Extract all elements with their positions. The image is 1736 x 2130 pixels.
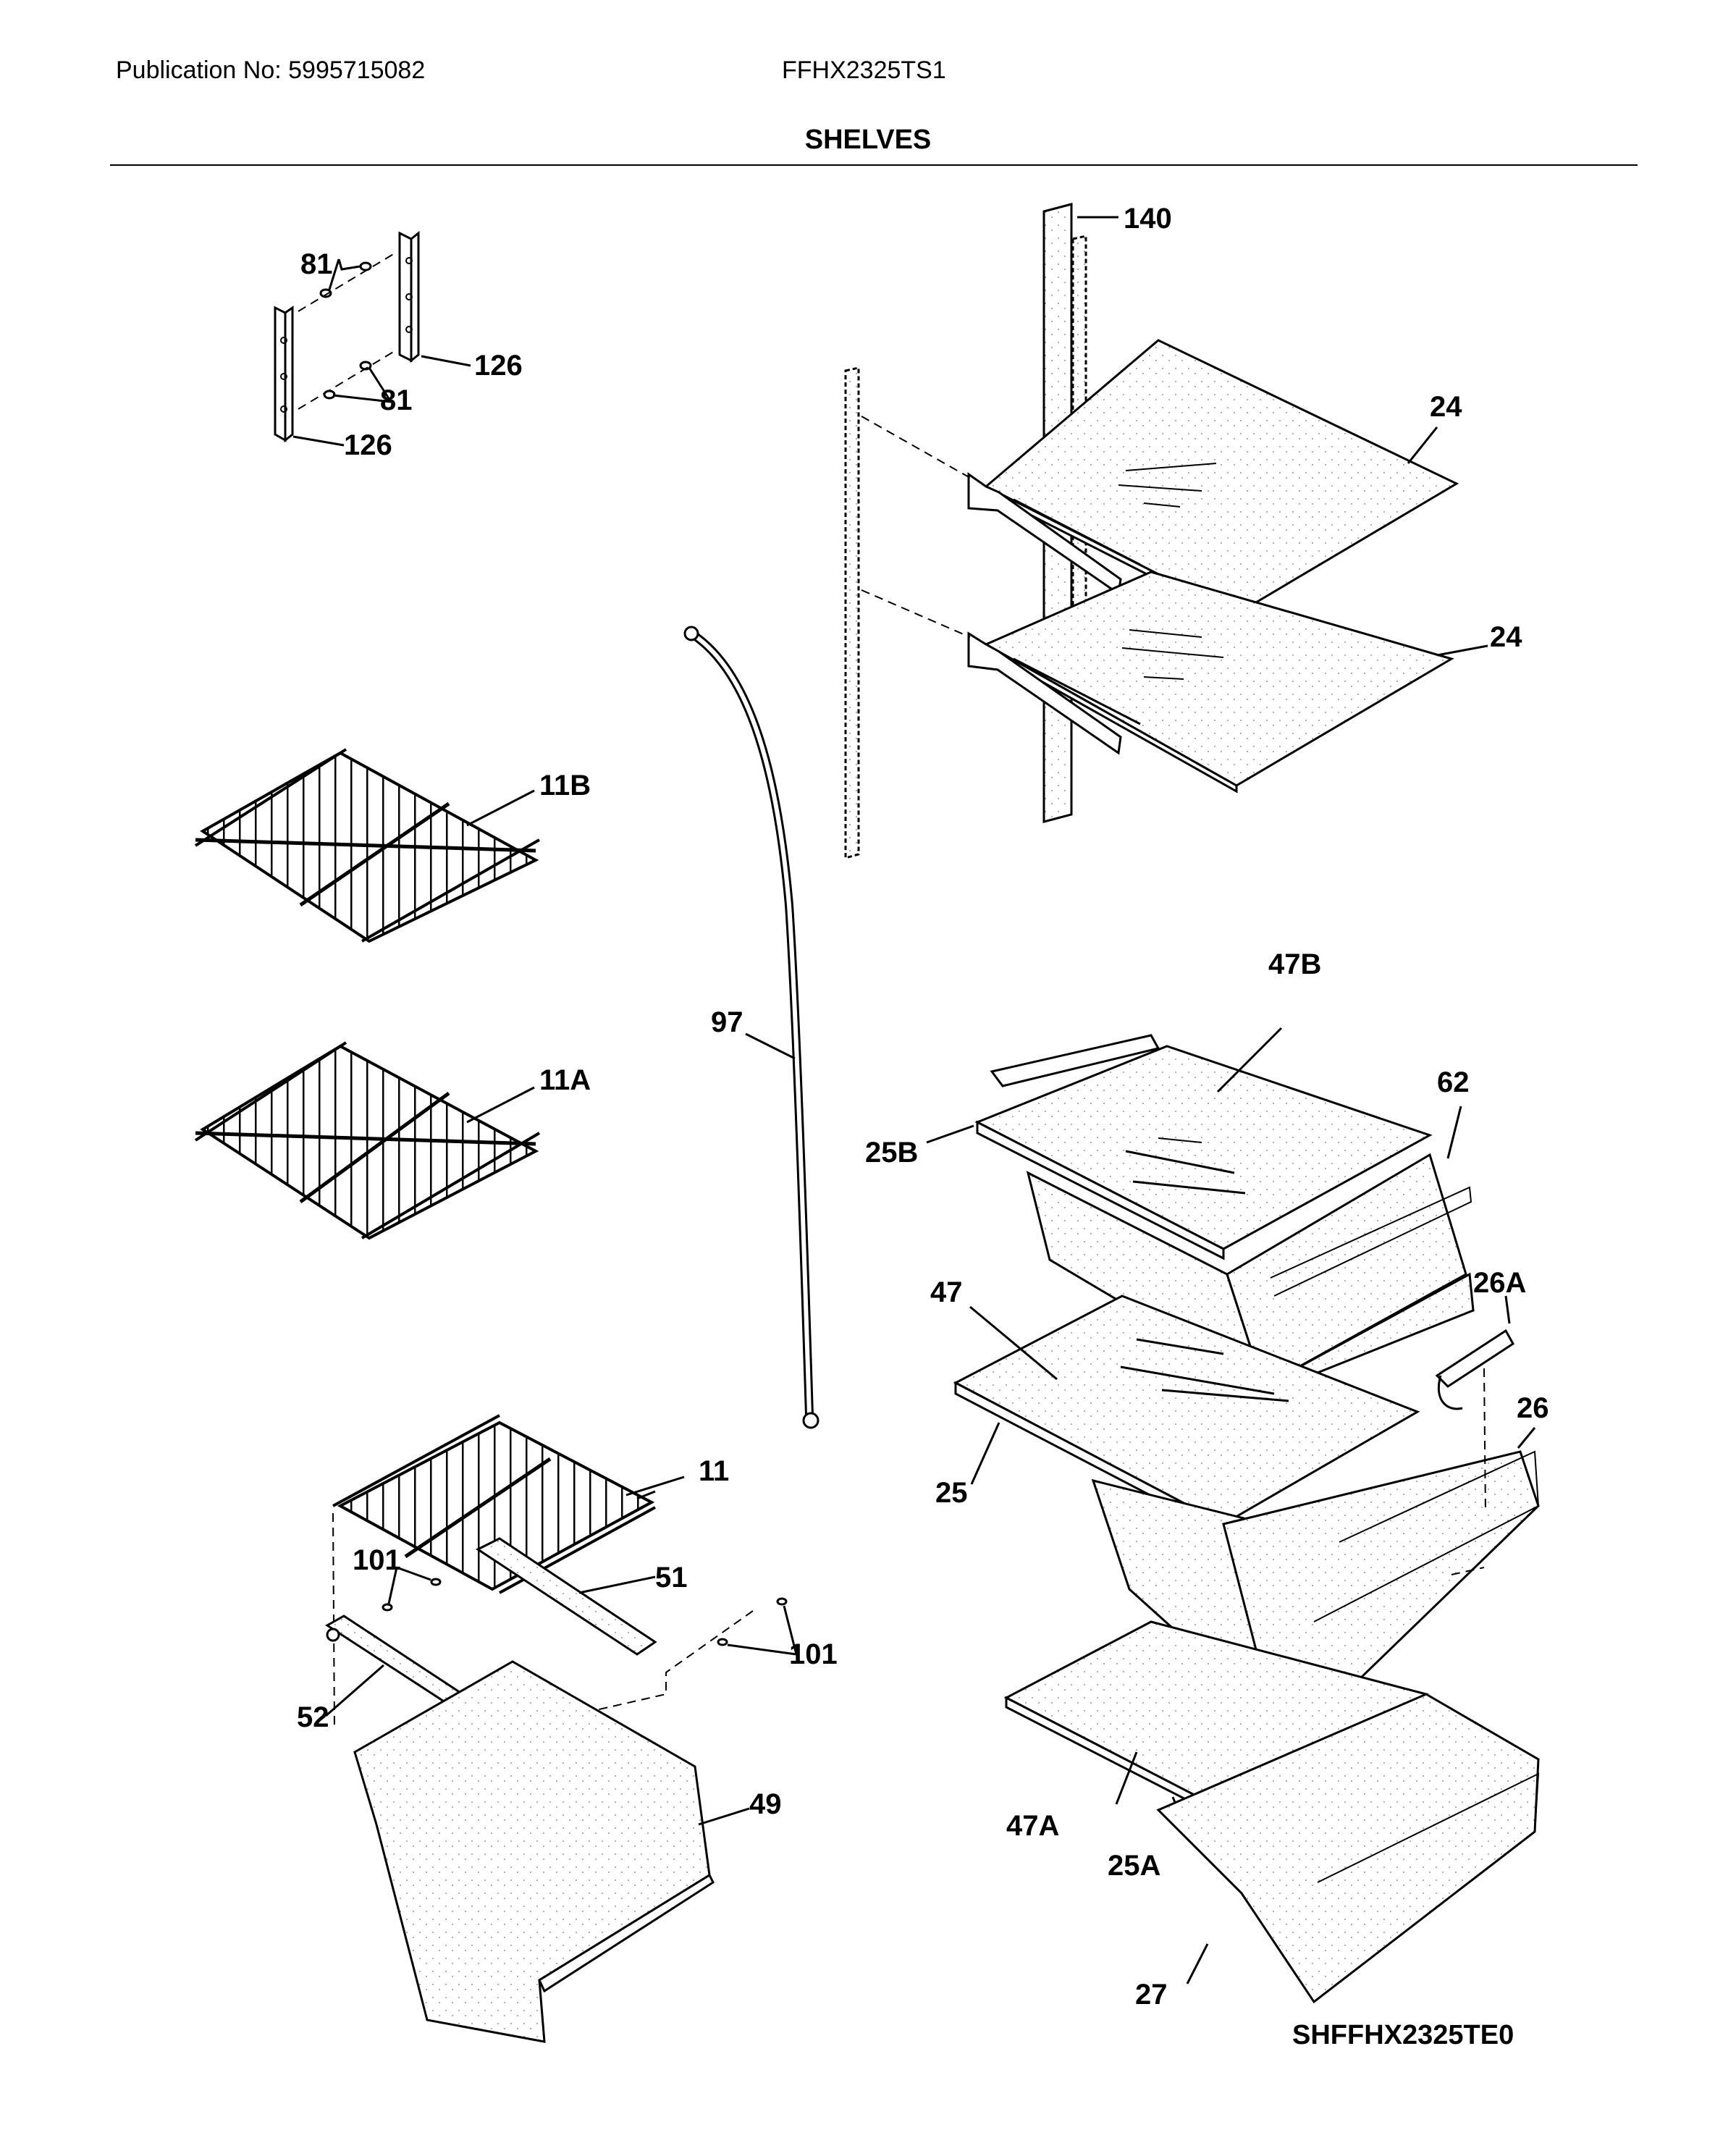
- callout-25: 25: [935, 1477, 968, 1509]
- bin-49: [353, 1660, 750, 2043]
- callout-47: 47: [930, 1276, 963, 1308]
- callout-126: 126: [474, 350, 523, 382]
- crisper-pan-27: [1156, 1693, 1540, 2004]
- shelf-rail-51: [476, 1537, 657, 1656]
- wire-shelf-11b: [194, 748, 540, 943]
- callout-101: 101: [789, 1638, 838, 1670]
- callout-49: 49: [749, 1788, 782, 1820]
- callout-24: 24: [1430, 391, 1462, 423]
- callout-97: 97: [711, 1006, 743, 1038]
- callout-11a: 11A: [539, 1064, 591, 1096]
- diagram-code: SHFFHX2325TE0: [1292, 2020, 1514, 2050]
- callout-24: 24: [1490, 621, 1522, 653]
- callout-11b: 11B: [539, 770, 591, 801]
- glass-shelf-24-lower: [861, 571, 1488, 794]
- callout-labels: 81 126 81 126 140 24 24 11B 11A 97 47B 6…: [297, 203, 1549, 2011]
- callout-81: 81: [300, 248, 333, 280]
- bracket-126-upper: [398, 230, 420, 363]
- bracket-126-lower: [274, 306, 294, 443]
- callout-81: 81: [380, 384, 413, 416]
- callout-47a: 47A: [1006, 1810, 1059, 1842]
- callout-126: 126: [344, 429, 392, 461]
- callout-101: 101: [353, 1544, 401, 1576]
- crisper-cover-47b: [926, 1027, 1433, 1260]
- slide-bracket-26a: [1435, 1295, 1514, 1514]
- callout-26a: 26A: [1473, 1267, 1526, 1299]
- callout-52: 52: [297, 1701, 329, 1733]
- callout-51: 51: [655, 1562, 688, 1594]
- model-number: FFHX2325TS1: [782, 56, 946, 84]
- publication-number: Publication No: 5995715082: [116, 56, 426, 84]
- callout-11: 11: [699, 1455, 729, 1487]
- callout-62: 62: [1437, 1066, 1470, 1098]
- callout-25b: 25B: [865, 1137, 918, 1169]
- section-title: SHELVES: [804, 125, 932, 155]
- tube-97: [683, 626, 819, 1429]
- callout-25a: 25A: [1108, 1850, 1160, 1882]
- callout-27: 27: [1135, 1979, 1168, 2011]
- screw-81-group: [292, 253, 471, 447]
- callout-140: 140: [1124, 203, 1172, 235]
- callout-26: 26: [1517, 1392, 1549, 1424]
- header-divider: [110, 164, 1638, 166]
- wire-shelf-11a: [194, 1041, 541, 1240]
- callout-47b: 47B: [1268, 948, 1321, 980]
